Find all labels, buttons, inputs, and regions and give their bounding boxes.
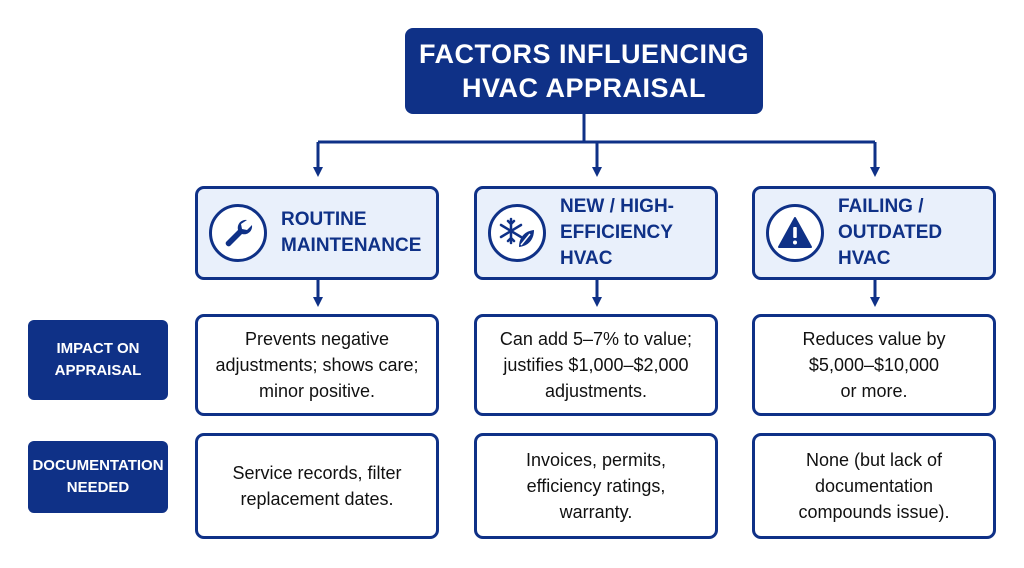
category-label: ROUTINE MAINTENANCE bbox=[281, 209, 422, 256]
category-routine-maintenance: ROUTINE MAINTENANCE bbox=[195, 186, 439, 280]
category-label: NEW / HIGH- EFFICIENCY HVAC bbox=[560, 196, 674, 269]
warning-icon bbox=[766, 204, 824, 262]
impact-cell-failing-outdated: Reduces value by $5,000–$10,000 or more. bbox=[752, 314, 996, 416]
category-label: FAILING / OUTDATED HVAC bbox=[838, 196, 943, 269]
category-failing-outdated: FAILING / OUTDATED HVAC bbox=[752, 186, 996, 280]
impact-cell-new-high-efficiency: Can add 5–7% to value; justifies $1,000–… bbox=[474, 314, 718, 416]
diagram-title: FACTORS INFLUENCING HVAC APPRAISAL bbox=[405, 28, 763, 114]
row-label-documentation-needed: DOCUMENTATION NEEDED bbox=[28, 441, 168, 513]
documentation-cell-routine-maintenance: Service records, filter replacement date… bbox=[195, 433, 439, 539]
snowflake-leaf-icon bbox=[488, 204, 546, 262]
documentation-cell-new-high-efficiency: Invoices, permits, efficiency ratings, w… bbox=[474, 433, 718, 539]
documentation-cell-failing-outdated: None (but lack of documentation compound… bbox=[752, 433, 996, 539]
category-new-high-efficiency: NEW / HIGH- EFFICIENCY HVAC bbox=[474, 186, 718, 280]
wrench-icon bbox=[209, 204, 267, 262]
row-label-impact-on-appraisal: IMPACT ON APPRAISAL bbox=[28, 320, 168, 400]
impact-cell-routine-maintenance: Prevents negative adjustments; shows car… bbox=[195, 314, 439, 416]
